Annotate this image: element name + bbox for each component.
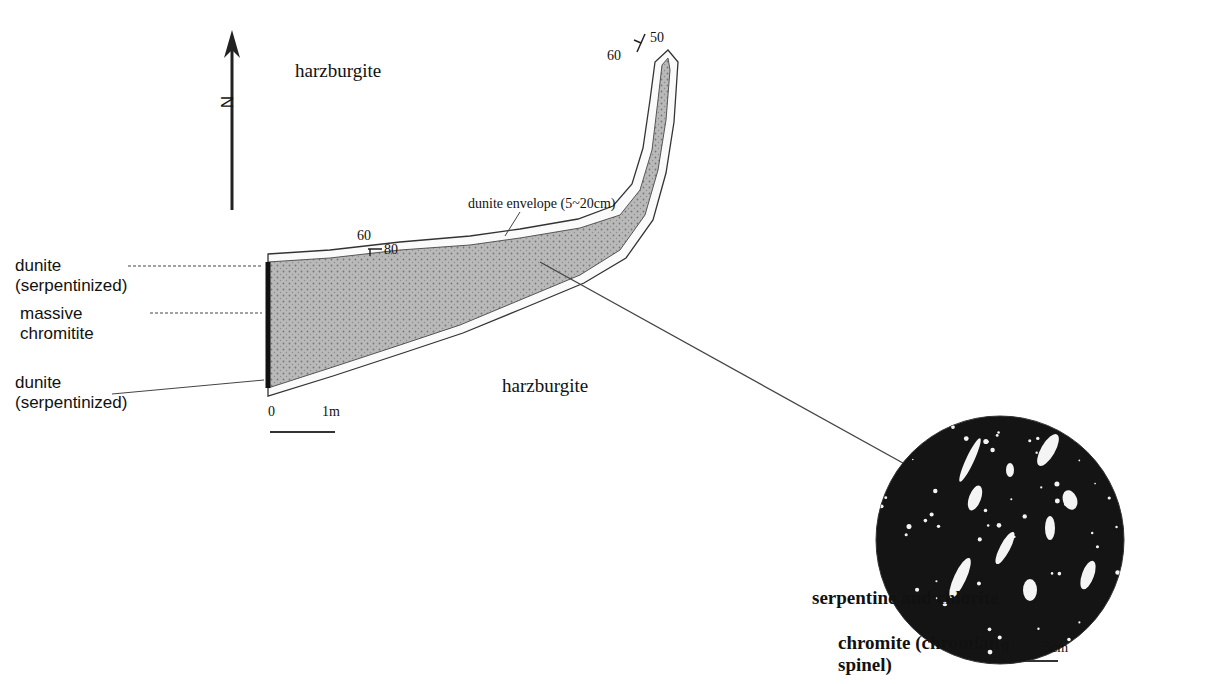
massive-chromitite-body [268,58,670,388]
dip-value: 50 [650,30,664,45]
inset-circle [876,416,1124,664]
rock-label: harzburgite [502,375,588,396]
dip-value: 80 [384,242,398,257]
unit-label: massive chromitite [20,304,148,344]
north-arrow [224,30,240,210]
strike-value: 60 [357,228,371,243]
inset-label: serpentine and chlorite [812,587,999,609]
leader-line [112,212,975,628]
strike-value: 60 [607,48,621,63]
dunite-envelope [268,50,678,396]
unit-label: dunite (serpentinized) [15,256,140,296]
unit-label: dunite (serpentinized) [15,373,140,413]
inset-label: chromite (chromian spinel) [838,632,1028,676]
scale-number: 1m [322,404,340,419]
serpentine-blobs [880,423,1120,654]
strike-dip-symbol [368,34,645,256]
scale-number: 5cm [1044,640,1068,655]
envelope-label: dunite envelope (5~20cm) [468,196,616,212]
north-label: N [218,96,238,108]
scale-number: 0 [268,404,275,419]
scale-number: 0 [1002,640,1009,655]
rock-label: harzburgite [295,60,381,81]
